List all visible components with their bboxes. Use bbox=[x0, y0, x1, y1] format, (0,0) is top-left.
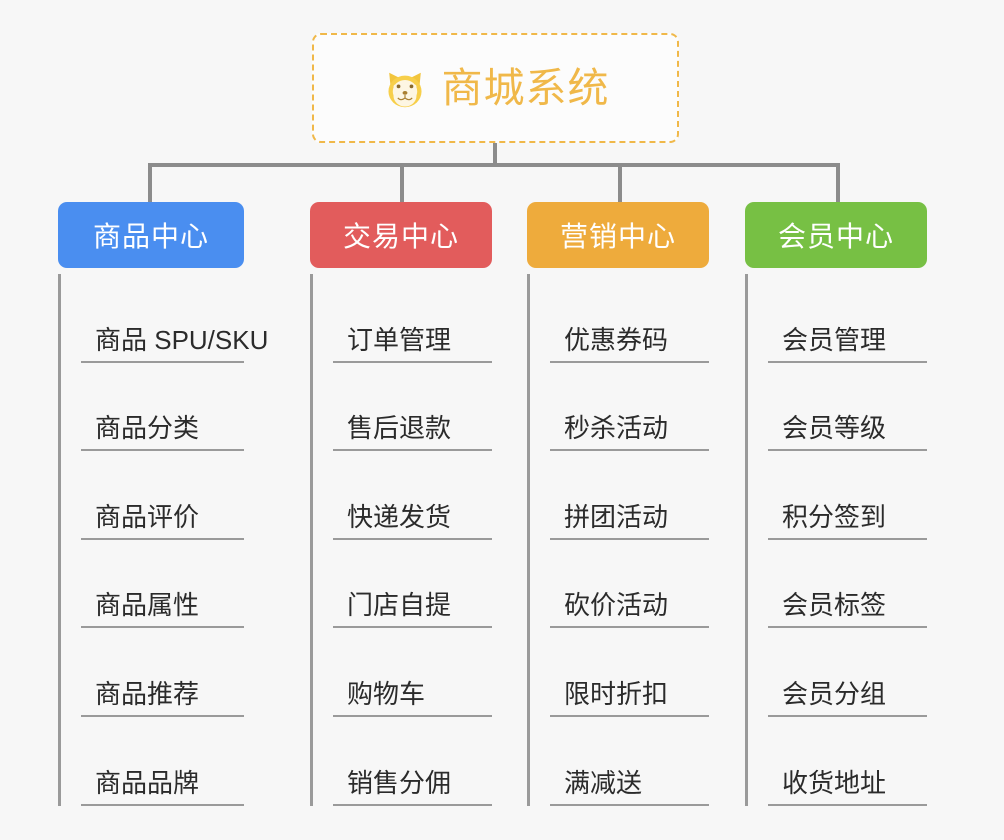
leaf-label: 优惠券码 bbox=[564, 324, 669, 355]
branch-column-2: 交易中心 订单管理 售后退款 快递发货 门店自提 购物车 销售分佣 bbox=[310, 202, 492, 806]
list-item[interactable]: 积分签到 bbox=[768, 451, 927, 540]
list-item[interactable]: 会员分组 bbox=[768, 628, 927, 717]
list-item[interactable]: 砍价活动 bbox=[550, 540, 709, 629]
branch-header-4[interactable]: 会员中心 bbox=[745, 202, 927, 268]
branch-column-3: 营销中心 优惠券码 秒杀活动 拼团活动 砍价活动 限时折扣 满减送 bbox=[527, 202, 709, 806]
list-item[interactable]: 商品属性 bbox=[81, 540, 244, 629]
leaf-label: 快递发货 bbox=[347, 501, 452, 532]
leaf-label: 商品品牌 bbox=[95, 767, 200, 798]
branch-items-3: 优惠券码 秒杀活动 拼团活动 砍价活动 限时折扣 满减送 bbox=[527, 274, 709, 806]
list-item[interactable]: 门店自提 bbox=[333, 540, 492, 629]
leaf-label: 会员管理 bbox=[782, 324, 887, 355]
branch-header-label-2: 交易中心 bbox=[342, 221, 459, 252]
list-item[interactable]: 商品 SPU/SKU bbox=[81, 274, 268, 363]
leaf-label: 购物车 bbox=[347, 679, 426, 710]
list-item[interactable]: 会员管理 bbox=[768, 274, 927, 363]
leaf-label: 拼团活动 bbox=[564, 501, 669, 532]
list-item[interactable]: 会员标签 bbox=[768, 540, 927, 629]
branch-column-1: 商品中心 商品 SPU/SKU 商品分类 商品评价 商品属性 商品推荐 商品品牌 bbox=[58, 202, 268, 806]
leaf-label: 商品分类 bbox=[95, 413, 200, 444]
list-item[interactable]: 快递发货 bbox=[333, 451, 492, 540]
list-item[interactable]: 订单管理 bbox=[333, 274, 492, 363]
branch-header-label-4: 会员中心 bbox=[777, 221, 894, 252]
branch-column-4: 会员中心 会员管理 会员等级 积分签到 会员标签 会员分组 收货地址 bbox=[745, 202, 927, 806]
list-item[interactable]: 商品品牌 bbox=[81, 717, 244, 806]
list-item[interactable]: 会员等级 bbox=[768, 363, 927, 452]
leaf-label: 收货地址 bbox=[782, 767, 887, 798]
leaf-label: 限时折扣 bbox=[564, 679, 669, 710]
list-item[interactable]: 商品分类 bbox=[81, 363, 244, 452]
connector-drop-1 bbox=[148, 163, 152, 204]
leaf-label: 砍价活动 bbox=[564, 590, 669, 621]
branch-items-2: 订单管理 售后退款 快递发货 门店自提 购物车 销售分佣 bbox=[310, 274, 492, 806]
shiba-dog-face-icon bbox=[382, 67, 428, 113]
branch-header-2[interactable]: 交易中心 bbox=[310, 202, 492, 268]
list-item[interactable]: 收货地址 bbox=[768, 717, 927, 806]
branch-header-label-1: 商品中心 bbox=[92, 221, 209, 252]
leaf-label: 满减送 bbox=[564, 767, 643, 798]
leaf-label: 积分签到 bbox=[782, 501, 887, 532]
root-node[interactable]: 商城系统 bbox=[312, 33, 679, 143]
connector-drop-3 bbox=[618, 163, 622, 204]
leaf-label: 商品评价 bbox=[95, 501, 200, 532]
connector-root-stem bbox=[493, 143, 497, 165]
connector-drop-4 bbox=[836, 163, 840, 204]
list-item[interactable]: 秒杀活动 bbox=[550, 363, 709, 452]
leaf-label: 秒杀活动 bbox=[564, 413, 669, 444]
list-item[interactable]: 商品评价 bbox=[81, 451, 244, 540]
leaf-label: 商品 SPU/SKU bbox=[95, 324, 269, 355]
leaf-label: 会员分组 bbox=[782, 679, 887, 710]
leaf-label: 会员标签 bbox=[782, 590, 887, 621]
connector-drop-2 bbox=[400, 163, 404, 204]
list-item[interactable]: 购物车 bbox=[333, 628, 492, 717]
branch-header-3[interactable]: 营销中心 bbox=[527, 202, 709, 268]
list-item[interactable]: 拼团活动 bbox=[550, 451, 709, 540]
leaf-label: 售后退款 bbox=[347, 413, 452, 444]
branch-items-4: 会员管理 会员等级 积分签到 会员标签 会员分组 收货地址 bbox=[745, 274, 927, 806]
branch-header-1[interactable]: 商品中心 bbox=[58, 202, 244, 268]
connector-bus bbox=[148, 163, 840, 167]
leaf-label: 门店自提 bbox=[347, 590, 452, 621]
branch-items-1: 商品 SPU/SKU 商品分类 商品评价 商品属性 商品推荐 商品品牌 bbox=[58, 274, 268, 806]
branch-header-label-3: 营销中心 bbox=[559, 221, 676, 252]
leaf-label: 销售分佣 bbox=[347, 767, 452, 798]
list-item[interactable]: 商品推荐 bbox=[81, 628, 244, 717]
list-item[interactable]: 限时折扣 bbox=[550, 628, 709, 717]
root-title: 商城系统 bbox=[441, 64, 610, 111]
leaf-label: 订单管理 bbox=[347, 324, 452, 355]
list-item[interactable]: 优惠券码 bbox=[550, 274, 709, 363]
leaf-label: 会员等级 bbox=[782, 413, 887, 444]
leaf-label: 商品推荐 bbox=[95, 679, 200, 710]
list-item[interactable]: 售后退款 bbox=[333, 363, 492, 452]
list-item[interactable]: 销售分佣 bbox=[333, 717, 492, 806]
list-item[interactable]: 满减送 bbox=[550, 717, 709, 806]
leaf-label: 商品属性 bbox=[95, 590, 200, 621]
